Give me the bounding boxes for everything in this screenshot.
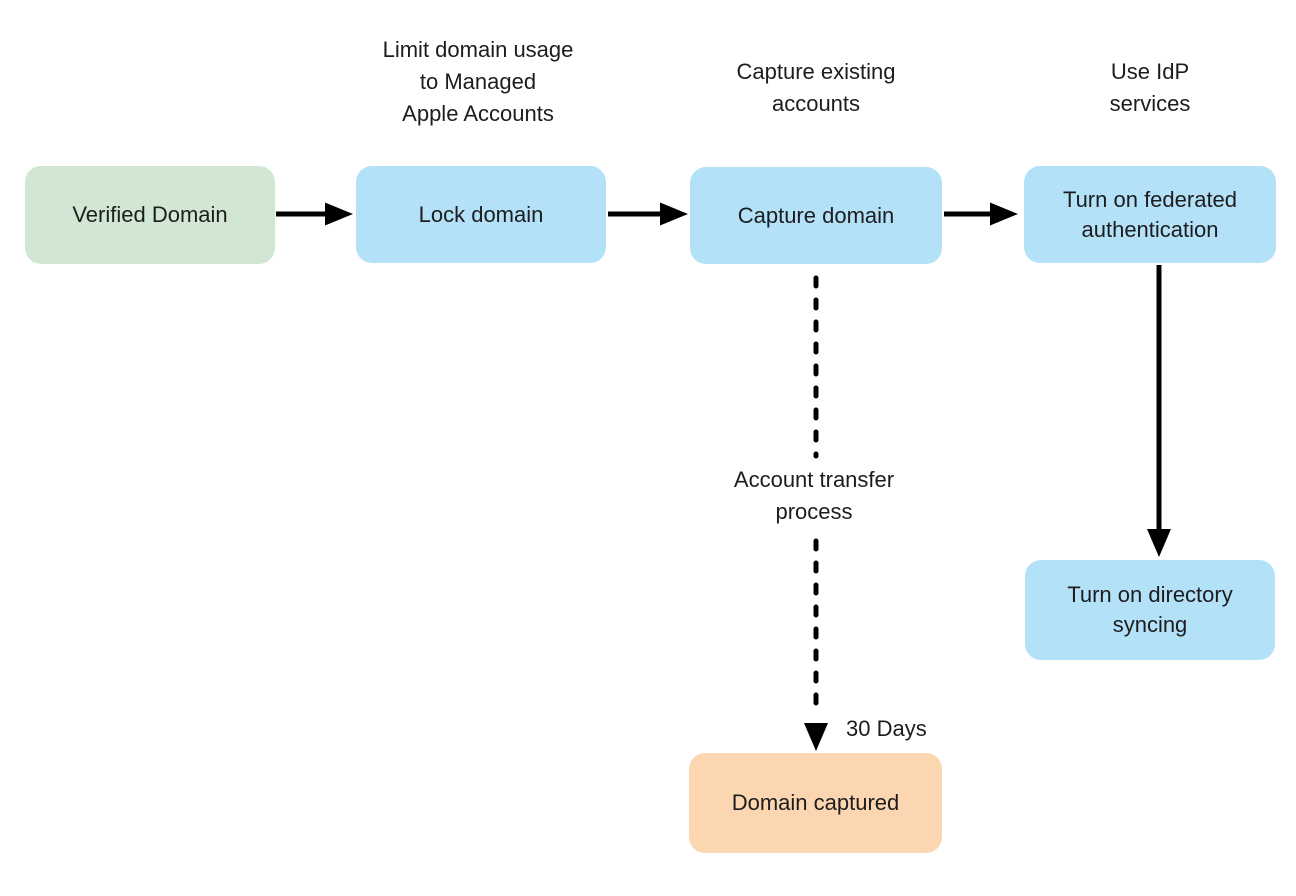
node-verified-domain: Verified Domain — [25, 166, 275, 264]
arrow-verified-to-lock — [276, 202, 353, 226]
caption-use-idp-services: Use IdP services — [1109, 59, 1191, 116]
node-directory-syncing: Turn on directory syncing — [1025, 560, 1275, 660]
dashed-arrow-capture-to-captured — [804, 275, 828, 751]
node-capture-domain: Capture domain — [690, 167, 942, 264]
arrow-capture-to-federated — [944, 202, 1018, 226]
arrow-federated-to-directory — [1147, 265, 1171, 557]
node-directory-syncing-label: Turn on directory syncing — [1067, 582, 1233, 637]
caption-account-transfer-process: Account transfer process — [733, 467, 895, 524]
node-federated-authentication-label: Turn on federated authentication — [1062, 186, 1238, 242]
arrow-lock-to-capture — [608, 202, 688, 226]
node-domain-captured: Domain captured — [689, 753, 942, 853]
label-30-days: 30 Days — [846, 716, 927, 741]
node-federated-authentication: Turn on federated authentication — [1024, 166, 1276, 263]
node-capture-domain-label: Capture domain — [737, 202, 895, 228]
node-domain-captured-label: Domain captured — [731, 790, 900, 815]
caption-capture-existing-accounts: Capture existing accounts — [736, 59, 896, 116]
node-lock-domain: Lock domain — [356, 166, 606, 263]
caption-limit-domain-usage: Limit domain usage to Managed Apple Acco… — [382, 37, 574, 126]
node-verified-domain-label: Verified Domain — [72, 202, 228, 227]
node-lock-domain-label: Lock domain — [418, 201, 544, 227]
